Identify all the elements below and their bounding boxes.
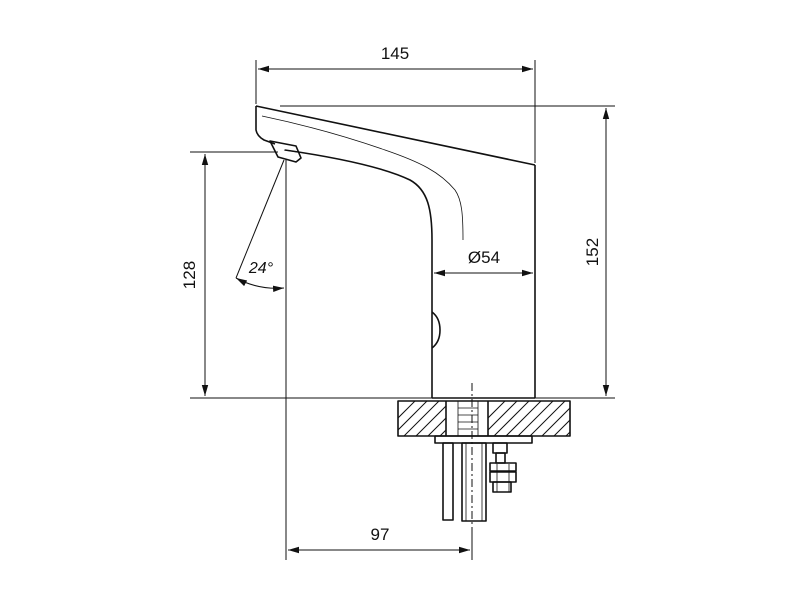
supply-connections	[442, 442, 517, 522]
sensor-window	[431, 311, 441, 349]
dimension-spout-height: 128	[180, 261, 199, 289]
aerator	[269, 140, 302, 163]
dimension-overall-width: 145	[381, 44, 409, 63]
dimension-body-diameter: Ø54	[468, 248, 500, 267]
lock-washer	[434, 435, 533, 444]
extension-lines	[190, 60, 615, 560]
dimension-lines	[201, 65, 610, 554]
dimension-overall-height: 152	[583, 238, 602, 266]
dimension-projection: 97	[371, 525, 390, 544]
dimension-spray-angle: 24°	[248, 260, 274, 277]
mounting-plate-section	[397, 400, 571, 437]
